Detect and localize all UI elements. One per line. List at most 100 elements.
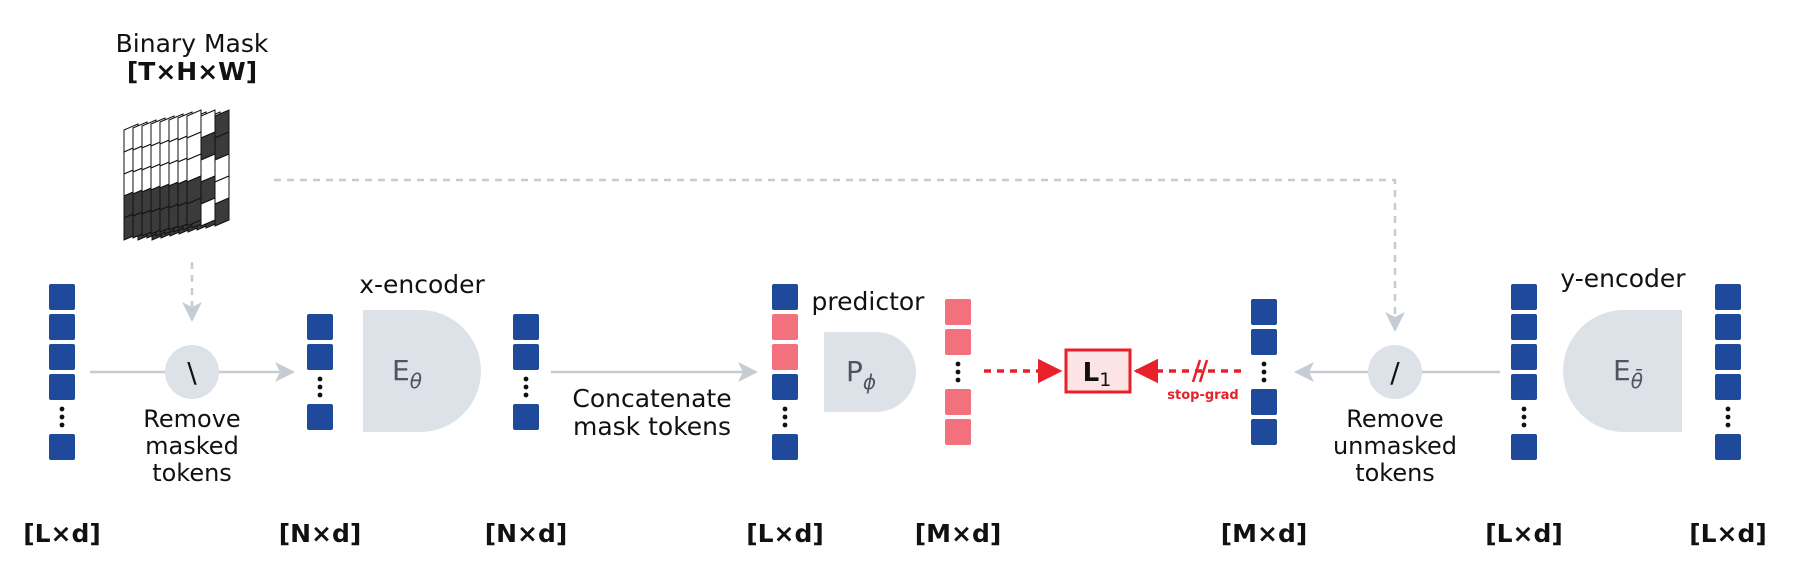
mask-title: Binary Mask [116, 29, 269, 58]
predictor-block [824, 332, 916, 412]
loss-symbol: L1 [1083, 358, 1112, 391]
dimension-targets: [M×d] [1221, 519, 1308, 548]
prediction-tokens-column [945, 299, 971, 445]
token [1715, 434, 1741, 460]
dimension-input: [L×d] [23, 519, 101, 548]
remove-unmasked-caption-3: tokens [1355, 459, 1435, 487]
dimension-x-encoded: [N×d] [485, 519, 568, 548]
mask-token [945, 419, 971, 445]
concatenate-caption-2: mask tokens [573, 412, 731, 441]
remove-unmasked-operator [1368, 345, 1422, 399]
predictor-symbol: Pϕ [846, 355, 876, 394]
target-tokens-column [1251, 299, 1277, 445]
ellipsis-dot [1261, 377, 1267, 383]
ellipsis-dot [1521, 414, 1527, 420]
mask-token [945, 389, 971, 415]
dimension-concatenated: [L×d] [746, 519, 824, 548]
ellipsis-dot [59, 422, 65, 428]
ellipsis-dot [782, 414, 788, 420]
ellipsis-dot [317, 384, 323, 390]
binary-mask-stack [123, 109, 230, 241]
y-encoder-block [1563, 310, 1682, 432]
stop-grad-slash-1 [1191, 359, 1202, 383]
ellipsis-dot [1261, 361, 1267, 367]
remove-masked-caption-1: Remove [143, 405, 240, 433]
token [1511, 314, 1537, 340]
mask-token [772, 314, 798, 340]
dimension-visible: [N×d] [279, 519, 362, 548]
token [1251, 419, 1277, 445]
token [1251, 389, 1277, 415]
ellipsis-dot [1521, 422, 1527, 428]
token [1511, 344, 1537, 370]
token [1715, 314, 1741, 340]
x-encoder-block [363, 310, 481, 432]
stop-grad-label: stop-grad [1167, 388, 1238, 403]
ellipsis-dot [523, 384, 529, 390]
y-input-tokens-column [1511, 284, 1537, 460]
ellipsis-dot [955, 369, 961, 375]
ellipsis-dot [782, 422, 788, 428]
y-encoded-tokens-column [1715, 284, 1741, 460]
mask-token [772, 344, 798, 370]
dimension-y-encoded: [L×d] [1689, 519, 1767, 548]
mask-token [945, 329, 971, 355]
ellipsis-dot [1725, 414, 1731, 420]
ellipsis-dot [1261, 369, 1267, 375]
concatenate-caption-1: Concatenate [572, 384, 731, 413]
x-encoder-name: x-encoder [359, 270, 485, 299]
concatenated-tokens-column [772, 284, 798, 460]
token [772, 434, 798, 460]
mask-cell [214, 197, 230, 227]
token [1511, 374, 1537, 400]
dimension-predictions: [M×d] [915, 519, 1002, 548]
ellipsis-dot [1725, 422, 1731, 428]
ellipsis-dot [955, 361, 961, 367]
visible-tokens-column [307, 314, 333, 430]
token [1251, 299, 1277, 325]
token [307, 404, 333, 430]
remove-masked-caption-3: tokens [152, 459, 232, 487]
mask-token [945, 299, 971, 325]
remove-masked-operator [165, 345, 219, 399]
ellipsis-dot [1521, 406, 1527, 412]
ellipsis-dot [1725, 406, 1731, 412]
remove-masked-symbol: \ [187, 356, 197, 389]
token [1251, 329, 1277, 355]
predictor-name: predictor [812, 287, 926, 316]
token [1715, 374, 1741, 400]
token [307, 344, 333, 370]
token [307, 314, 333, 340]
token [513, 314, 539, 340]
token [1511, 434, 1537, 460]
token-columns [49, 284, 1741, 460]
dimension-y-input: [L×d] [1485, 519, 1563, 548]
token [513, 404, 539, 430]
ellipsis-dot [955, 377, 961, 383]
x-encoder-symbol: Eθ [392, 354, 422, 393]
token [1715, 284, 1741, 310]
token [49, 284, 75, 310]
mask-shape: [T×H×W] [127, 57, 257, 86]
y-encoder-symbol: Eθ̄ [1613, 354, 1643, 393]
token [49, 314, 75, 340]
x-encoded-tokens-column [513, 314, 539, 430]
mask-frame [186, 109, 230, 227]
remove-unmasked-symbol: / [1390, 356, 1400, 389]
ellipsis-dot [59, 406, 65, 412]
ellipsis-dot [317, 392, 323, 398]
stop-grad-slash-2 [1198, 359, 1209, 383]
token [1511, 284, 1537, 310]
input-tokens-column [49, 284, 75, 460]
ellipsis-dot [523, 376, 529, 382]
ellipsis-dot [782, 406, 788, 412]
token [772, 374, 798, 400]
ellipsis-dot [523, 392, 529, 398]
token [49, 434, 75, 460]
remove-masked-caption-2: masked [145, 432, 239, 460]
token [1715, 344, 1741, 370]
y-encoder-name: y-encoder [1560, 264, 1686, 293]
token [49, 344, 75, 370]
